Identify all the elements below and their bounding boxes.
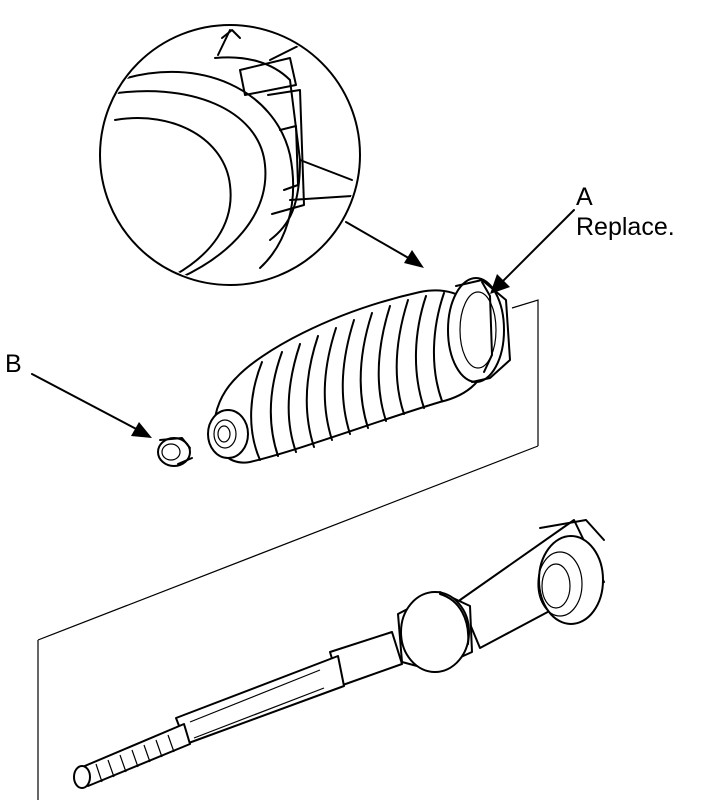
leader-a [490,209,575,294]
steering-rack [73,519,605,789]
tie-rod-shaft [175,655,345,745]
detail-magnifier [99,24,361,286]
steering-boot [207,277,511,464]
callout-a-letter: A [576,183,593,211]
rack-housing-end [538,535,604,625]
leader-b [31,373,152,438]
callout-a-text: Replace. [576,213,675,241]
ball-joint-housing [400,591,470,673]
boot-small-end [207,409,249,459]
work-plane [37,299,539,800]
tie-rod-threaded-end [79,723,191,787]
boot-clamp-b [157,437,193,467]
detail-arrow [345,221,424,268]
callout-b-letter: B [5,350,22,378]
